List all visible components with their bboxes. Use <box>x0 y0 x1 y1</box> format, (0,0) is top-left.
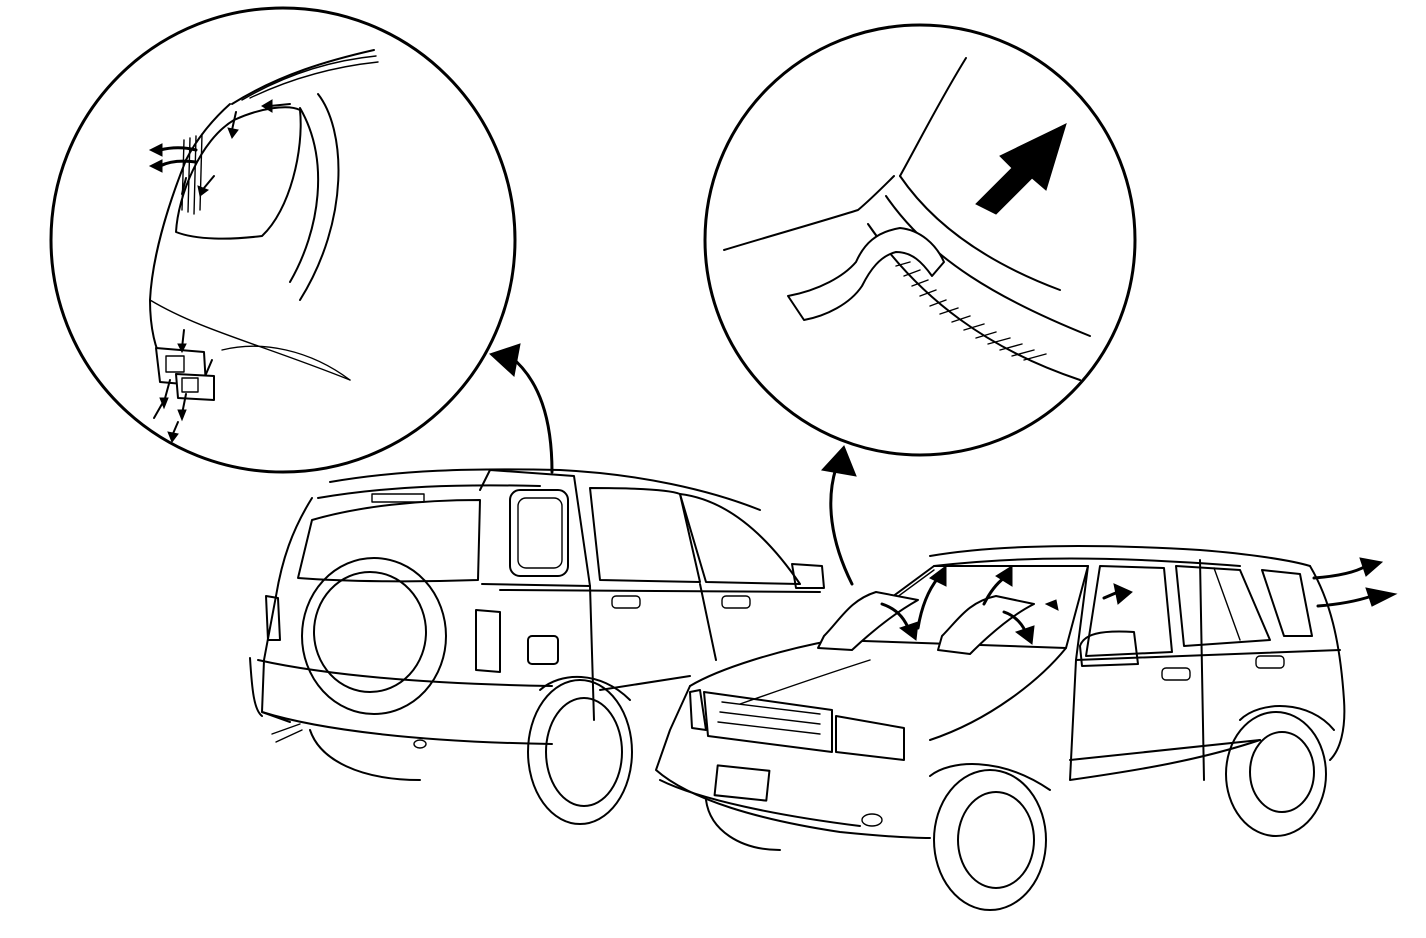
airflow-arrow-large <box>975 123 1067 215</box>
seal-hatching <box>895 261 1047 361</box>
airflow-arrows <box>880 557 1398 645</box>
windshield-seal-detail-circle <box>703 23 1137 457</box>
callout-arrows <box>489 343 857 586</box>
rear-view-suv <box>249 468 825 825</box>
front-view-suv <box>655 545 1398 911</box>
rear-pillar-detail-circle <box>49 6 517 474</box>
